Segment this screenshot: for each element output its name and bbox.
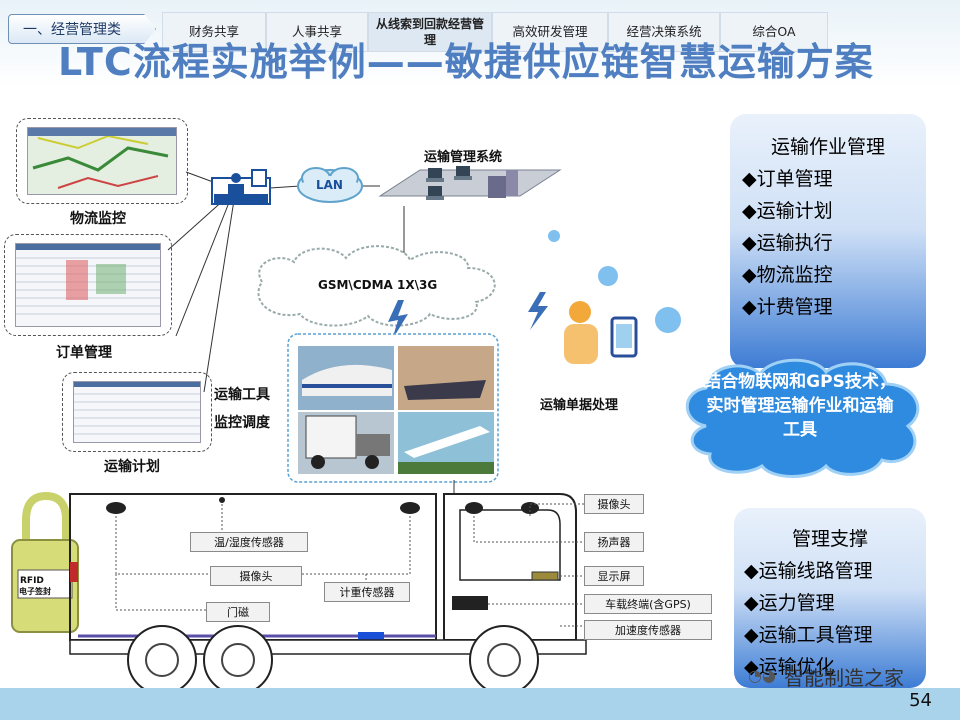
support-item-2: ◆运力管理 [744, 592, 835, 614]
nav-tab-finance[interactable]: 财务共享 [162, 12, 266, 52]
order-table-thumbnail [16, 244, 160, 315]
map-thumbnail [28, 128, 176, 194]
label-order-management: 订单管理 [56, 345, 112, 361]
nav-tab-rd[interactable]: 高效研发管理 [492, 12, 608, 52]
page-number: 54 [909, 690, 932, 711]
ops-item-2: ◆运输计划 [742, 200, 833, 222]
footer-bar [0, 688, 960, 720]
network-label: GSM\CDMA 1X\3G [318, 278, 438, 292]
lan-cloud-icon [297, 167, 363, 203]
rfid-label: RFID [20, 576, 44, 586]
iot-cloud-text: 结合物联网和GPS技术，实时管理运输作业和运输工具 [704, 372, 896, 440]
support-item-1: ◆运输线路管理 [744, 560, 873, 582]
support-item-4: ◆运输优化 [744, 656, 835, 678]
support-panel: 管理支撑 ◆运输线路管理 ◆运力管理 ◆运输工具管理 ◆运输优化 [734, 508, 926, 688]
sensor-gps-terminal: 车载终端(含GPS) [584, 594, 712, 614]
nav-tab-hr[interactable]: 人事共享 [266, 12, 368, 52]
plan-table-thumbnail [74, 382, 200, 435]
sensor-camera-rear: 摄像头 [210, 566, 302, 586]
lan-label: LAN [316, 178, 343, 192]
monitor-screenshot [16, 118, 188, 204]
computer-icons [426, 166, 518, 200]
nav-tab-oa[interactable]: 综合OA [720, 12, 828, 52]
sensor-speaker: 扬声器 [584, 532, 644, 552]
label-transport-plan: 运输计划 [104, 459, 160, 475]
watermark-text: 智能制造之家 [784, 666, 904, 690]
sensor-display: 显示屏 [584, 566, 644, 586]
signal-bolt-icon [388, 300, 408, 340]
label-doc-processing: 运输单据处理 [540, 398, 619, 413]
support-panel-title: 管理支撑 [791, 528, 868, 550]
plan-screenshot [62, 372, 212, 452]
ops-item-5: ◆计费管理 [742, 296, 833, 318]
wechat-icon: ◔◕ [748, 666, 776, 685]
label-tms-system: 运输管理系统 [424, 150, 503, 165]
label-monitor-dispatch: 监控调度 [214, 415, 270, 431]
ops-item-3: ◆运输执行 [742, 232, 833, 254]
label-transport-tools: 运输工具 [214, 387, 270, 403]
rfid-lock-icon [11, 491, 79, 633]
operator-icon [211, 169, 271, 205]
bubble-decoration [655, 307, 681, 333]
sensor-weight: 计重传感器 [324, 582, 410, 602]
bubble-decoration [598, 266, 618, 286]
rfid-seal-label: 电子签封 [19, 587, 51, 596]
label-logistics-monitor: 物流监控 [70, 211, 126, 227]
ops-item-1: ◆订单管理 [742, 168, 833, 190]
nav-tab-ltc[interactable]: 从线索到回款经营管理 [368, 12, 492, 52]
nav-tab-decision[interactable]: 经营决策系统 [608, 12, 720, 52]
nav-section-active[interactable]: 一、经营管理类 [8, 14, 156, 44]
vehicle-photos [298, 346, 494, 474]
ops-panel-title: 运输作业管理 [770, 136, 885, 158]
sensor-temp-humidity: 温/湿度传感器 [190, 532, 308, 552]
sensor-acceleration: 加速度传感器 [584, 620, 712, 640]
signal-bolt-icon-2 [528, 292, 548, 330]
ops-item-4: ◆物流监控 [742, 264, 833, 286]
iot-cloud [685, 358, 920, 478]
top-nav: 一、经营管理类 财务共享 人事共享 从线索到回款经营管理 高效研发管理 经营决策… [0, 8, 960, 52]
page-title: LTC流程实施举例——敏捷供应链智慧运输方案 [58, 40, 874, 84]
person-phone-icon [564, 301, 638, 364]
sensor-camera-cab: 摄像头 [584, 494, 644, 514]
order-screenshot [4, 234, 172, 336]
sensor-door: 门磁 [206, 602, 270, 622]
bubble-decoration [548, 230, 560, 242]
gsm-cloud-icon [257, 245, 496, 327]
ops-panel: 运输作业管理 ◆订单管理 ◆运输计划 ◆运输执行 ◆物流监控 ◆计费管理 [730, 114, 926, 368]
support-item-3: ◆运输工具管理 [744, 624, 873, 646]
